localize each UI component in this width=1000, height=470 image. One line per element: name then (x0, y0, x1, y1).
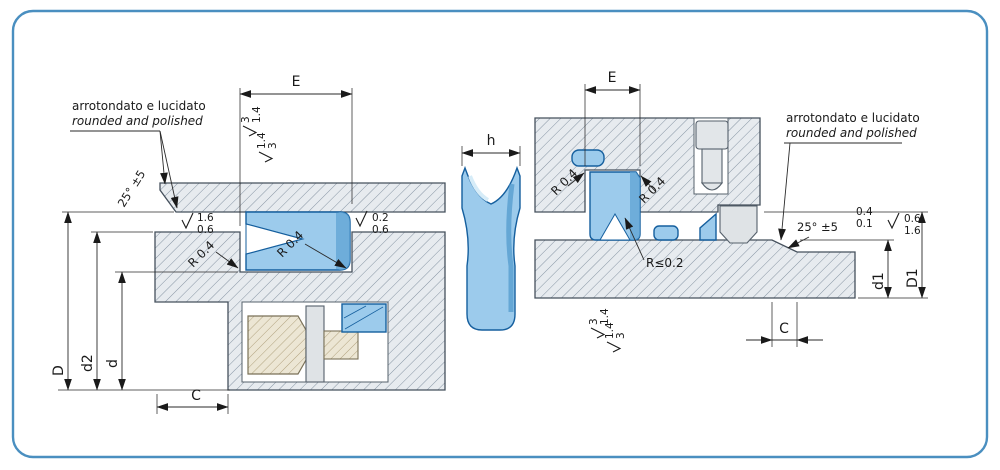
dim-E: E (239, 74, 353, 226)
dim-label-C: C (191, 388, 201, 404)
bolt-section (695, 120, 729, 191)
dim-D: D (51, 211, 174, 391)
dim-label-h: h (487, 133, 496, 149)
seal-cross-section (461, 165, 521, 331)
chamfer-finish-mark: 1.6 0.6 (181, 212, 214, 236)
finish-value: 1.6 (904, 225, 921, 237)
seal-profile-view: h (461, 133, 521, 331)
chamfer-dim-value: 0.1 (856, 218, 873, 230)
finish-value: 3 (588, 318, 600, 325)
note-leader (70, 130, 179, 209)
rod-seal-section (589, 171, 641, 241)
seal-highlight (468, 175, 490, 202)
finish-value: 3 (240, 116, 252, 123)
finish-value: 1.6 (197, 212, 214, 224)
dim-label-d2: d2 (80, 354, 96, 372)
groove-finish-mark: 0.2 0.6 (355, 210, 389, 236)
static-seal-section (341, 303, 387, 333)
retaining-nut-section (247, 315, 307, 375)
bolt-shaft-section (323, 330, 359, 360)
finish-value: 1.4 (599, 308, 611, 325)
dim-C-right: C (746, 302, 823, 347)
finish-value: 1.4 (256, 132, 268, 149)
dim-h: h (461, 133, 521, 166)
cylinder-section (159, 182, 446, 213)
dim-label-d1: d1 (871, 272, 887, 290)
rotated-finish-mark-2: 1.4 3 (256, 132, 279, 163)
note-english: rounded and polished (786, 126, 917, 140)
finish-value: 0.2 (372, 212, 389, 224)
dim-label-D: D (51, 365, 67, 376)
chamfer-angle-label: 25° ±5 (797, 220, 838, 234)
dim-C-left: C (156, 388, 229, 414)
dim-D1: D1 (764, 211, 928, 299)
dim-E: E (584, 70, 641, 166)
dim-label-E: E (608, 70, 617, 86)
note-italian: arrotondato e lucidato (72, 99, 206, 113)
backup-ring-section (653, 225, 679, 241)
finish-value: 1.4 (251, 106, 263, 123)
seal-shading (506, 183, 515, 312)
groove-radius-callout: R≤0.2 (624, 217, 683, 270)
finish-value: 3 (267, 142, 279, 149)
dim-d: d (105, 271, 238, 391)
rod-section (534, 239, 856, 299)
rotated-finish-mark-2: 1.4 3 (604, 322, 627, 353)
left-view: arrotondato e lucidato rounded and polis… (51, 74, 446, 414)
dim-label-d: d (105, 359, 121, 368)
dim-label-E: E (292, 74, 301, 90)
dim-d2: d2 (80, 231, 153, 391)
note-english: rounded and polished (72, 114, 203, 128)
wiper-section (719, 205, 758, 244)
washer-section (305, 305, 325, 383)
note-italian: arrotondato e lucidato (786, 111, 920, 125)
dim-label-C: C (779, 321, 789, 337)
finish-value: 0.6 (197, 224, 214, 236)
rotated-finish-mark-1: 3 1.4 (588, 308, 611, 339)
chamfer-angle-callout: 25° ±5 (787, 220, 838, 249)
finish-value: 3 (615, 332, 627, 339)
oring-section (571, 149, 605, 167)
dim-label-D1: D1 (905, 268, 921, 288)
finish-value: 0.6 (372, 224, 389, 236)
edge-finish-mark: 0.6 1.6 (887, 212, 921, 237)
radius-label: R≤0.2 (646, 256, 683, 270)
right-view: R 0.4 R 0.4 R≤0.2 E arrotondato e lucida… (534, 70, 928, 353)
finish-value: 0.6 (904, 213, 921, 225)
dim-d1: d1 (800, 239, 894, 299)
wiper-lip-seal (699, 212, 717, 241)
finish-value: 1.4 (604, 322, 616, 339)
rotated-finish-mark-1: 3 1.4 (240, 106, 263, 137)
note-leader (778, 142, 902, 241)
